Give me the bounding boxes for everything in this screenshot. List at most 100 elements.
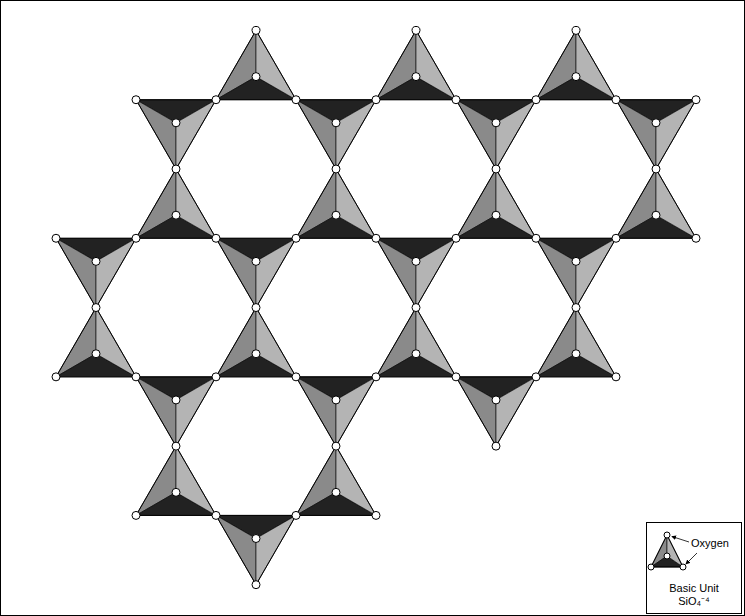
oxygen-atom (172, 165, 180, 173)
tetrahedron-edge (216, 238, 296, 307)
tetrahedron-edge (56, 238, 136, 307)
oxygen-atom (132, 373, 140, 381)
oxygen-atom (692, 96, 700, 104)
tetrahedron-edge (616, 100, 696, 169)
oxygen-atom (452, 373, 460, 381)
oxygen-atom (332, 119, 340, 127)
tetrahedron-edge (456, 377, 536, 446)
oxygen-atom (172, 396, 180, 404)
formula-label: SiO₄⁻⁴ (647, 595, 741, 608)
legend-inset: OxygenBasic UnitSiO₄⁻⁴ (646, 522, 742, 614)
tetrahedron-edge (376, 30, 456, 99)
oxygen-atom (212, 234, 220, 242)
oxygen-atom (92, 304, 100, 312)
oxygen-atom (612, 373, 620, 381)
oxygen-atom (652, 119, 660, 127)
tetrahedron-edge (216, 308, 296, 377)
tetrahedron-edge (216, 515, 296, 584)
oxygen-atom (492, 165, 500, 173)
oxygen-atom (252, 304, 260, 312)
oxygen-atom (252, 73, 260, 81)
oxygen-atom (252, 257, 260, 265)
oxygen-atom (412, 26, 420, 34)
oxygen-atom (332, 488, 340, 496)
tetrahedron-edge (296, 377, 376, 446)
oxygen-atom (132, 96, 140, 104)
oxygen-atom (572, 257, 580, 265)
oxygen-atom (292, 96, 300, 104)
oxygen-atom (292, 373, 300, 381)
oxygen-atom (252, 535, 260, 543)
tetrahedron-edge (136, 100, 216, 169)
oxygen-atom (412, 257, 420, 265)
oxygen-atom (372, 511, 380, 519)
tetrahedron-edge (216, 30, 296, 99)
oxygen-atom (132, 511, 140, 519)
oxygen-atom (372, 96, 380, 104)
oxygen-atom (612, 234, 620, 242)
oxygen-atom (212, 511, 220, 519)
oxygen-atom (492, 119, 500, 127)
tetrahedron-edge (136, 169, 216, 238)
tetrahedron-edge (616, 169, 696, 238)
oxygen-atom (532, 234, 540, 242)
tetrahedron-edge (296, 100, 376, 169)
oxygen-atom (532, 373, 540, 381)
oxygen-atom (572, 304, 580, 312)
oxygen-atom (52, 373, 60, 381)
unit-caption: Basic Unit (647, 582, 741, 595)
oxygen-atom (172, 442, 180, 450)
oxygen-atom (332, 165, 340, 173)
oxygen-atom (412, 304, 420, 312)
oxygen-atom (292, 511, 300, 519)
oxygen-atom (172, 211, 180, 219)
tetrahedron-edge (136, 446, 216, 515)
oxygen-atom (412, 73, 420, 81)
oxygen-atom (664, 553, 670, 559)
oxygen-atom (332, 396, 340, 404)
oxygen-atom (412, 350, 420, 358)
oxygen-atom (572, 26, 580, 34)
oxygen-atom (172, 119, 180, 127)
oxygen-label: Oxygen (647, 537, 741, 550)
oxygen-atom (292, 234, 300, 242)
tetrahedron-edge (536, 308, 616, 377)
tetrahedron-edge (296, 169, 376, 238)
oxygen-atom (692, 234, 700, 242)
oxygen-atom (332, 442, 340, 450)
oxygen-atom (664, 532, 670, 538)
tetrahedron-edge (136, 377, 216, 446)
tetrahedron-edge (296, 446, 376, 515)
oxygen-atom (652, 211, 660, 219)
oxygen-atom (212, 373, 220, 381)
leader-arrow (672, 537, 689, 543)
tetrahedron-edge (56, 308, 136, 377)
tetrahedron-edge (651, 535, 683, 567)
oxygen-atom (172, 488, 180, 496)
oxygen-atom (652, 165, 660, 173)
oxygen-atom (372, 234, 380, 242)
oxygen-atom (372, 373, 380, 381)
tetrahedron-edge (456, 100, 536, 169)
tetrahedron-edge (376, 308, 456, 377)
oxygen-atom (680, 564, 686, 570)
tetrahedron-edge (536, 238, 616, 307)
oxygen-atom (492, 211, 500, 219)
oxygen-atom (212, 96, 220, 104)
oxygen-atom (52, 234, 60, 242)
oxygen-atom (572, 350, 580, 358)
oxygen-atom (452, 96, 460, 104)
oxygen-atom (332, 211, 340, 219)
oxygen-atom (252, 581, 260, 589)
oxygen-atom (532, 96, 540, 104)
tetrahedron-edge (456, 169, 536, 238)
leader-arrow (686, 553, 697, 564)
oxygen-atom (452, 234, 460, 242)
tetrahedron-edge (536, 30, 616, 99)
oxygen-atom (252, 26, 260, 34)
oxygen-atom (132, 234, 140, 242)
oxygen-atom (492, 396, 500, 404)
